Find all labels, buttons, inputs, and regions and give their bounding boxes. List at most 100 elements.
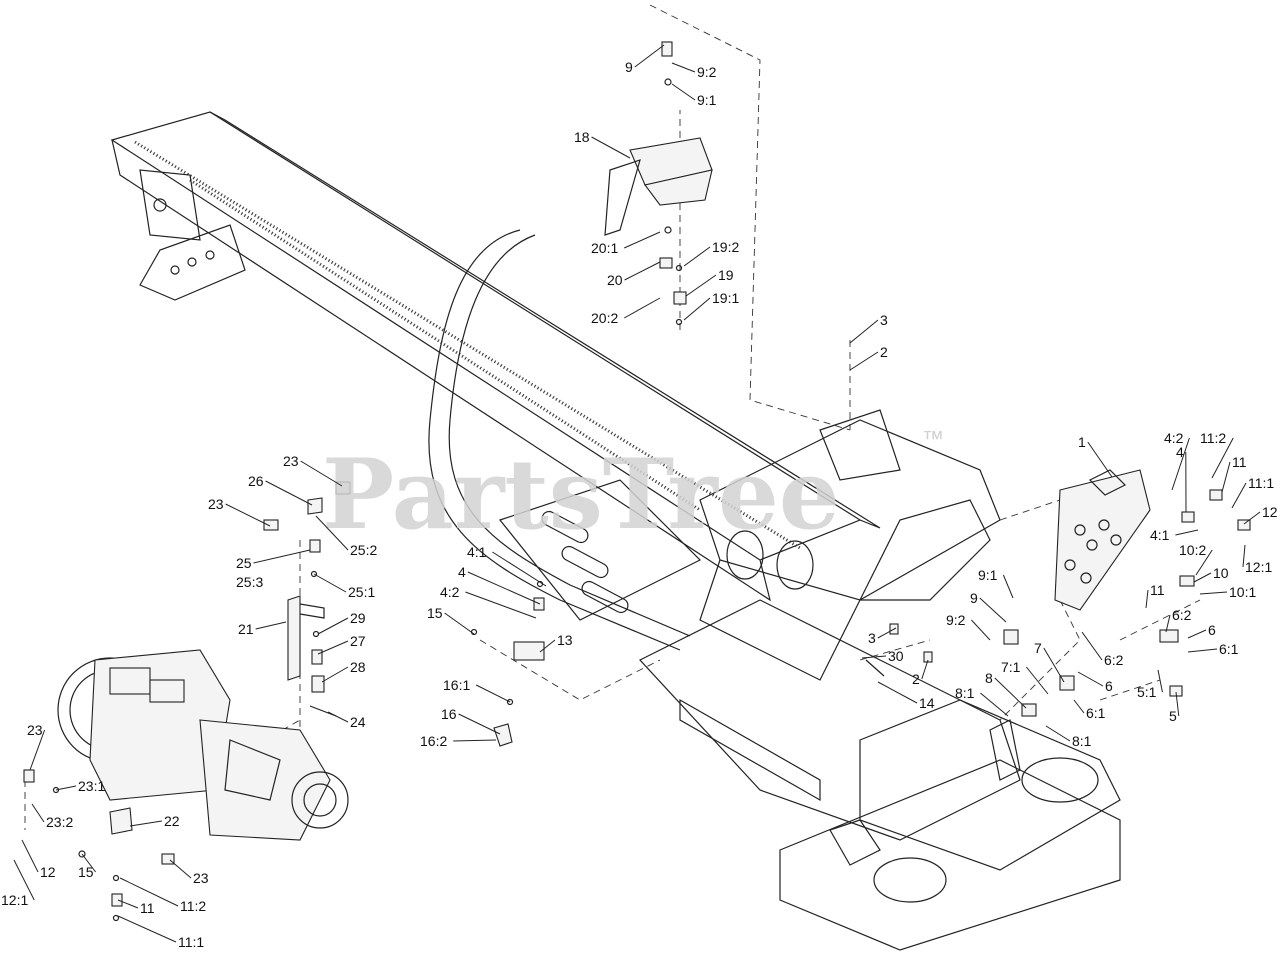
callout-leader-c-12-1-r bbox=[1242, 544, 1246, 568]
callout-label-c-9-2-m: 9:2 bbox=[946, 612, 966, 628]
callout-leader-c-23-c bbox=[29, 729, 46, 771]
callout-leader-c-23-b bbox=[225, 503, 271, 527]
callout-label-c-8-1-b: 8:1 bbox=[1072, 733, 1092, 749]
callout-label-c-20-2: 20:2 bbox=[591, 310, 618, 326]
watermark-text: PartsTree bbox=[322, 438, 840, 551]
callout-leader-c-19-2 bbox=[683, 246, 711, 267]
callout-leader-c-28 bbox=[321, 666, 349, 683]
hydraulic-pump bbox=[23, 649, 349, 922]
callout-label-c-10-1: 10:1 bbox=[1229, 584, 1256, 600]
callout-label-c-6-a: 6 bbox=[1208, 622, 1216, 638]
watermark: PartsTree ™ bbox=[322, 426, 944, 551]
callout-leader-c-9-1-top bbox=[671, 83, 696, 101]
callout-label-c-20-1: 20:1 bbox=[591, 240, 618, 256]
callout-label-c-30: 30 bbox=[888, 648, 904, 664]
callout-leader-c-9-2-m bbox=[971, 619, 991, 641]
callout-leader-c-24 bbox=[327, 711, 349, 723]
callout-leader-c-30 bbox=[861, 655, 887, 659]
callout-label-c-19: 19 bbox=[718, 267, 734, 283]
callout-label-c-4-2-r: 4:2 bbox=[1164, 430, 1184, 446]
callout-leader-c-20-1 bbox=[623, 231, 661, 249]
callout-leader-c-11-r bbox=[1221, 461, 1231, 493]
callout-label-c-11-l: 11 bbox=[140, 900, 155, 916]
callout-leader-c-8 bbox=[994, 677, 1027, 709]
callout-label-c-16-1: 16:1 bbox=[443, 677, 470, 693]
callout-label-c-6-b: 6 bbox=[1105, 678, 1113, 694]
callout-label-c-6-1-b: 6:1 bbox=[1086, 705, 1106, 721]
callout-leader-c-11-2-r bbox=[1211, 437, 1234, 479]
callout-label-c-9-top: 9 bbox=[625, 59, 633, 75]
callout-leader-c-21 bbox=[255, 621, 287, 630]
callout-leader-c-23-2 bbox=[31, 803, 45, 823]
slotted-plate bbox=[498, 479, 702, 621]
callout-label-c-8: 8 bbox=[985, 670, 993, 686]
callout-label-c-4-c: 4 bbox=[458, 564, 466, 580]
callout-label-c-4-r: 4 bbox=[1176, 444, 1184, 460]
callout-label-c-23-b: 23 bbox=[208, 496, 224, 512]
callout-leader-c-15-c bbox=[444, 612, 475, 635]
callout-label-c-28: 28 bbox=[350, 659, 366, 675]
callout-label-c-1: 1 bbox=[1078, 434, 1086, 450]
callout-label-c-7: 7 bbox=[1034, 640, 1042, 656]
callout-leader-c-25 bbox=[253, 549, 311, 564]
callout-label-c-5: 5 bbox=[1169, 708, 1177, 724]
callout-label-c-2-b: 2 bbox=[912, 671, 920, 687]
callout-leader-c-20-2 bbox=[623, 297, 661, 319]
callout-leader-c-9-2-top bbox=[671, 62, 696, 73]
callout-label-c-23-1: 23:1 bbox=[78, 778, 105, 794]
callout-label-c-27: 27 bbox=[350, 633, 366, 649]
callout-leader-c-11-1-l bbox=[117, 915, 177, 943]
callout-label-c-11-1-l: 11:1 bbox=[178, 934, 204, 950]
callout-leader-c-2-b bbox=[921, 659, 929, 680]
callout-leader-c-10-1 bbox=[1199, 591, 1228, 595]
callout-leader-c-6-a bbox=[1187, 629, 1207, 639]
callout-label-c-11-m: 11 bbox=[1150, 582, 1165, 598]
callout-leader-c-23-a bbox=[300, 460, 343, 487]
callout-label-c-13: 13 bbox=[557, 632, 573, 648]
callout-label-c-6-2-a: 6:2 bbox=[1172, 607, 1192, 623]
callout-label-c-6-1-a: 6:1 bbox=[1219, 641, 1239, 657]
callout-label-c-25-1: 25:1 bbox=[348, 584, 375, 600]
callout-label-c-19-2: 19:2 bbox=[712, 239, 739, 255]
frame-body bbox=[639, 409, 1121, 951]
callout-label-c-26: 26 bbox=[248, 473, 264, 489]
control-valve-18 bbox=[604, 41, 713, 326]
callout-leader-c-14 bbox=[877, 681, 918, 704]
callout-label-c-9-1-m: 9:1 bbox=[978, 567, 998, 583]
bracket-21 bbox=[263, 481, 351, 717]
callout-leader-c-13 bbox=[539, 639, 556, 653]
fitting-block-13 bbox=[470, 580, 933, 747]
callout-leader-c-18 bbox=[591, 136, 631, 159]
callout-leader-c-19-1 bbox=[683, 297, 711, 321]
callout-label-c-25: 25 bbox=[236, 555, 252, 571]
callout-label-c-14: 14 bbox=[919, 695, 935, 711]
callout-leader-c-4-1-r bbox=[1175, 529, 1199, 536]
callout-label-c-20: 20 bbox=[607, 272, 623, 288]
callout-label-c-7-1: 7:1 bbox=[1001, 659, 1021, 675]
callout-leader-c-6-b bbox=[1077, 671, 1104, 687]
callout-leader-c-2-a bbox=[849, 351, 879, 371]
callout-leader-c-12-l bbox=[21, 839, 39, 873]
callout-leader-c-4-1-c bbox=[492, 551, 547, 587]
callout-label-c-8-1-a: 8:1 bbox=[955, 685, 975, 701]
callout-label-c-16-2: 16:2 bbox=[420, 733, 447, 749]
callout-label-c-25-2: 25:2 bbox=[350, 542, 377, 558]
callout-label-c-2-a: 2 bbox=[880, 344, 888, 360]
callout-leader-c-4-2-r bbox=[1171, 437, 1190, 491]
callout-leader-c-11-2-l bbox=[119, 877, 179, 907]
callout-leader-c-8-1-a bbox=[980, 692, 1009, 717]
callout-leader-c-23-1 bbox=[55, 785, 77, 791]
callout-label-c-9-2-top: 9:2 bbox=[697, 64, 717, 80]
callout-leader-c-4-c bbox=[467, 571, 541, 605]
callout-leader-c-11-l bbox=[117, 899, 139, 909]
callout-leader-c-27 bbox=[317, 640, 349, 655]
callout-label-c-9-1-top: 9:1 bbox=[697, 92, 717, 108]
callout-label-c-22: 22 bbox=[164, 813, 180, 829]
callout-leader-c-26 bbox=[265, 480, 313, 506]
callout-label-c-16: 16 bbox=[441, 706, 457, 722]
callout-label-c-5-1: 5:1 bbox=[1137, 684, 1157, 700]
callout-leader-c-19 bbox=[685, 274, 717, 297]
callout-leader-c-12-1-l bbox=[13, 859, 35, 901]
callout-label-c-29: 29 bbox=[350, 610, 366, 626]
